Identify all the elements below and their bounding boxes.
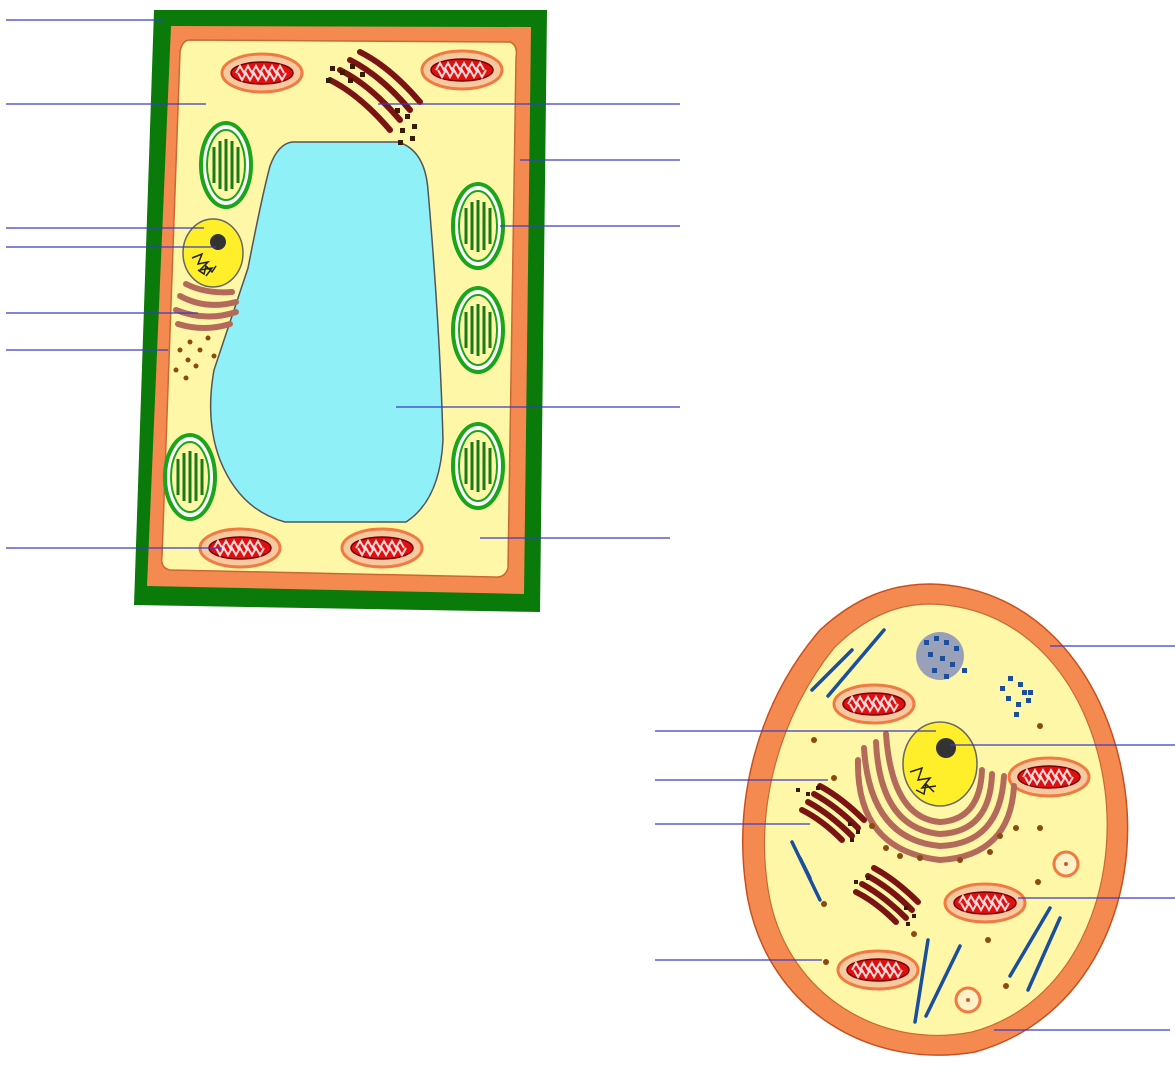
mitochondrion [342,529,422,567]
mitochondrion [834,685,914,723]
nucleus [903,722,977,806]
nucleolus [936,738,956,758]
plant-cell [6,10,680,612]
nucleus [183,219,243,287]
chloroplast [453,184,503,268]
chloroplast [453,288,503,372]
mitochondrion [222,54,302,92]
chloroplast [201,123,251,207]
mitochondrion [945,884,1025,922]
mitochondrion [838,951,918,989]
animal-cell [655,584,1175,1055]
mitochondrion [422,51,502,89]
chloroplast [165,435,215,519]
mitochondrion [1009,758,1089,796]
chloroplast [453,424,503,508]
